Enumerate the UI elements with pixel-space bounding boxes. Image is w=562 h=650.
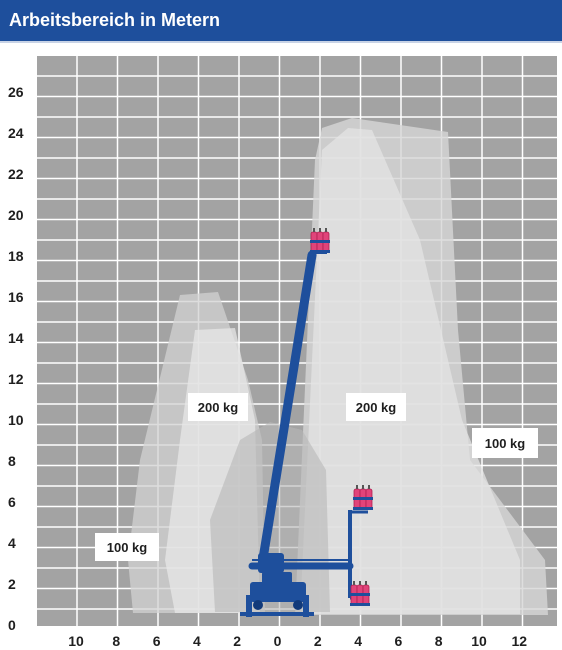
svg-text:200 kg: 200 kg [198, 400, 239, 415]
aerial-platform-machine [240, 242, 368, 617]
x-tick-label: 10 [471, 633, 487, 649]
y-tick-label: 2 [8, 576, 16, 592]
x-tick-label: 12 [512, 633, 528, 649]
x-tick-label: 10 [68, 633, 84, 649]
svg-text:100 kg: 100 kg [485, 436, 526, 451]
title-bar: Arbeitsbereich in Metern [0, 0, 562, 43]
svg-text:100 kg: 100 kg [107, 540, 148, 555]
x-tick-label: 0 [274, 633, 282, 649]
y-tick-label: 24 [8, 125, 24, 141]
gas-bottle-group [310, 228, 373, 606]
gas-bottles-icon [350, 581, 370, 606]
gas-bottles-icon [353, 485, 373, 510]
x-tick-label: 2 [314, 633, 322, 649]
load-label-left-outer: 100 kg [95, 533, 159, 561]
load-label-right-inner: 200 kg [346, 393, 406, 421]
y-tick-label: 4 [8, 535, 16, 551]
y-tick-label: 6 [8, 494, 16, 510]
gas-bottles-icon [310, 228, 330, 253]
y-tick-label: 18 [8, 248, 24, 264]
chassis [250, 582, 306, 602]
x-tick-label: 2 [233, 633, 241, 649]
x-tick-label: 6 [153, 633, 161, 649]
working-range-diagram: 100 kg 200 kg 200 kg 100 kg [8, 56, 557, 649]
x-tick-label: 6 [395, 633, 403, 649]
y-tick-label: 0 [8, 617, 16, 633]
x-tick-label: 4 [354, 633, 362, 649]
x-tick-label: 4 [193, 633, 201, 649]
svg-text:200 kg: 200 kg [356, 400, 397, 415]
y-tick-label: 20 [8, 207, 24, 223]
load-label-right-outer: 100 kg [472, 428, 538, 458]
y-tick-label: 8 [8, 453, 16, 469]
y-tick-label: 12 [8, 371, 24, 387]
y-tick-label: 14 [8, 330, 24, 346]
x-tick-label: 8 [112, 633, 120, 649]
x-tick-label: 8 [435, 633, 443, 649]
y-tick-label: 16 [8, 289, 24, 305]
load-label-left-inner: 200 kg [188, 393, 248, 421]
y-tick-label: 22 [8, 166, 24, 182]
y-tick-label: 10 [8, 412, 24, 428]
diagram-title: Arbeitsbereich in Metern [9, 10, 221, 30]
x-axis-tick-labels: 10 8 6 4 2 0 2 4 6 8 10 12 [68, 633, 527, 649]
y-tick-label: 26 [8, 84, 24, 100]
